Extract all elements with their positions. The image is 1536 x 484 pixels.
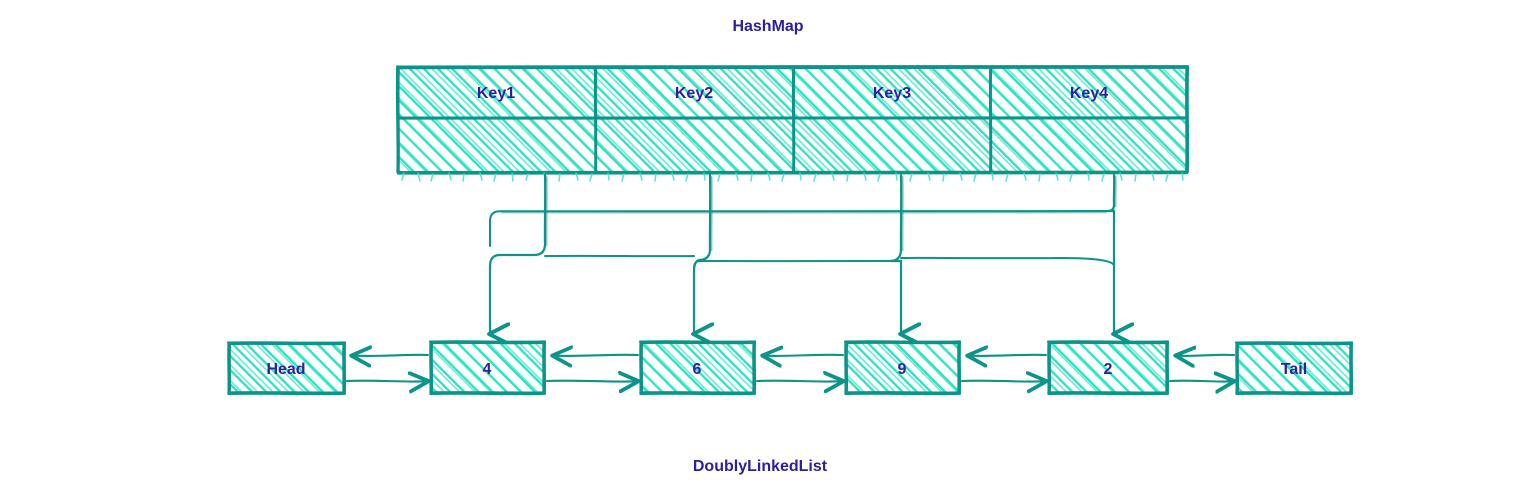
connector-rail-upper <box>489 209 1109 247</box>
hashmap-title: HashMap <box>732 18 803 35</box>
link-4-6 <box>545 355 638 382</box>
hashmap-key-2: Key2 <box>675 85 713 102</box>
link-9-2 <box>960 355 1046 382</box>
hashmap-table <box>395 64 1190 182</box>
list-node-label-tail: Tail <box>1281 361 1307 378</box>
list-node-2 <box>1046 340 1170 396</box>
connector-key3-to-node9 <box>888 173 903 334</box>
connector-key4-to-node2 <box>1106 173 1116 334</box>
connector-key1-to-node4 <box>490 173 548 334</box>
list-node-head <box>226 341 347 396</box>
connector-rail-lower <box>544 254 1115 269</box>
hashmap-key-4: Key4 <box>1070 85 1108 102</box>
list-node-label-head: Head <box>266 361 305 378</box>
list-node-label-6: 6 <box>693 361 702 378</box>
hashmap-key-3: Key3 <box>873 85 911 102</box>
list-node-label-9: 9 <box>898 361 907 378</box>
list-node-6 <box>638 340 757 396</box>
list-node-label-2: 2 <box>1104 361 1113 378</box>
list-node-tail <box>1234 341 1354 396</box>
connector-key2-to-node6 <box>694 173 712 334</box>
linkedlist-title: DoublyLinkedList <box>693 458 828 475</box>
list-node-9 <box>843 340 962 396</box>
link-6-9 <box>755 355 843 382</box>
list-node-label-4: 4 <box>483 361 492 378</box>
link-2-tail <box>1168 355 1234 382</box>
link-head-4 <box>345 355 428 382</box>
list-node-4 <box>428 340 547 396</box>
hashmap-key-1: Key1 <box>477 85 515 102</box>
